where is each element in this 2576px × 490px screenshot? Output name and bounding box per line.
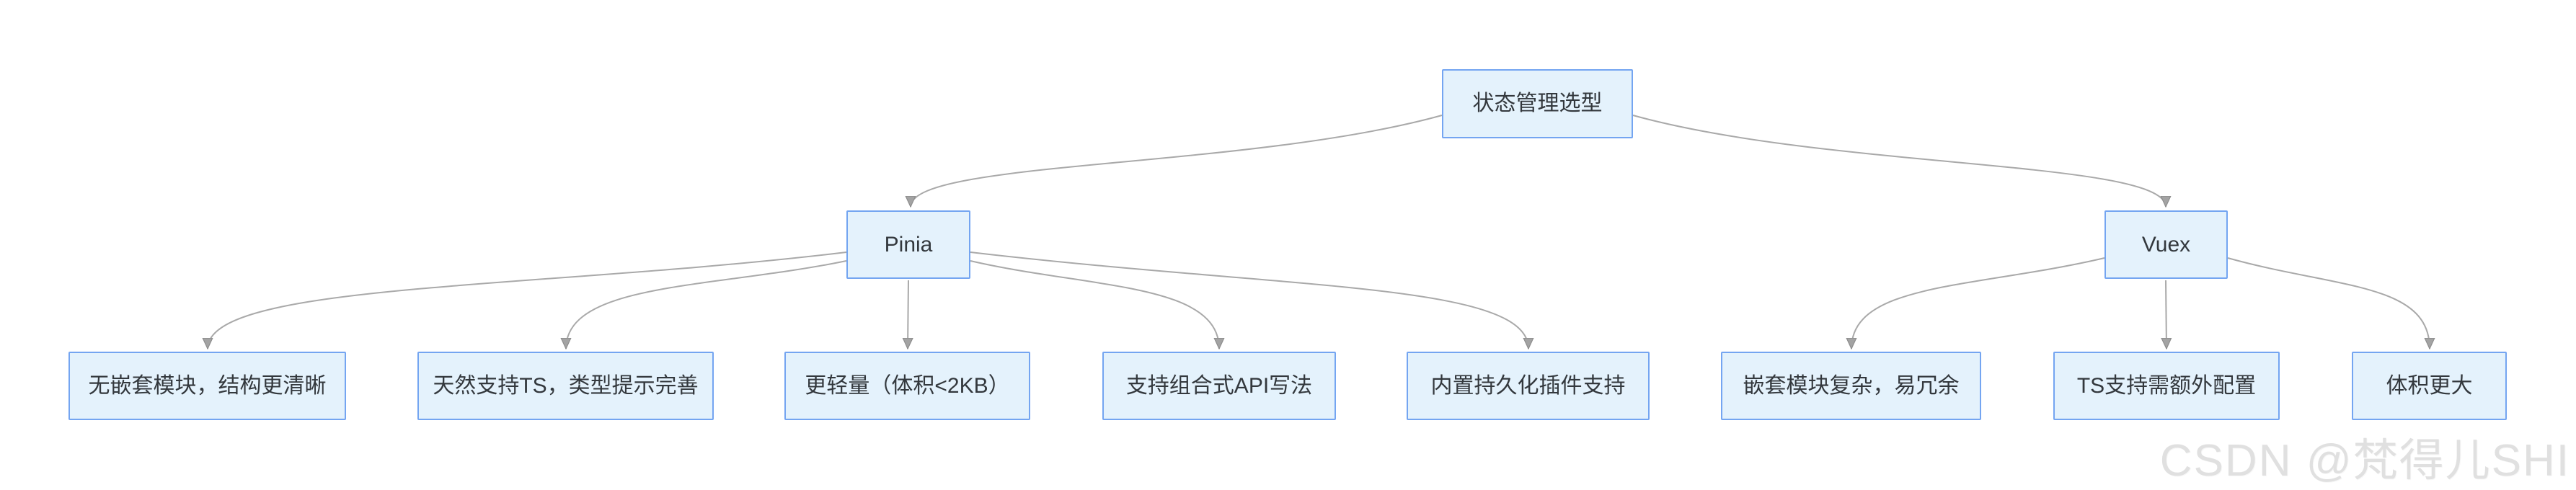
edge-pinia-child2 [566,260,847,349]
edge-root-pinia [911,115,1443,207]
node-label: 更轻量（体积<2KB） [805,373,1010,398]
node-vuex-label: Vuex [2141,232,2191,257]
node-root: 状态管理选型 [1442,69,1633,138]
node-vuex-drawback-3: 体积更大 [2352,352,2507,420]
node-label: 无嵌套模块，结构更清晰 [88,373,327,398]
node-label: TS支持需额外配置 [2076,373,2257,398]
node-label: 内置持久化插件支持 [1430,373,1626,398]
node-label: 支持组合式API写法 [1125,373,1313,398]
node-pinia-feature-1: 无嵌套模块，结构更清晰 [68,352,346,420]
node-label: 天然支持TS，类型提示完善 [433,373,699,398]
edge-pinia-child1 [208,251,847,349]
edge-pinia-child4 [970,260,1219,349]
edge-vuex-child1 [1851,257,2105,349]
csdn-watermark: CSDN @梵得儿SHI [2159,436,2570,486]
node-vuex: Vuex [2104,210,2228,279]
node-pinia-feature-5: 内置持久化插件支持 [1407,352,1650,420]
node-pinia-feature-2: 天然支持TS，类型提示完善 [417,352,714,420]
node-root-label: 状态管理选型 [1472,92,1603,115]
node-pinia-feature-4: 支持组合式API写法 [1102,352,1336,420]
node-label: 体积更大 [2386,373,2473,398]
edge-root-vuex [1632,115,2166,207]
node-label: 嵌套模块复杂，易冗余 [1743,373,1960,398]
node-vuex-drawback-2: TS支持需额外配置 [2053,352,2280,420]
node-pinia: Pinia [846,210,970,279]
edge-pinia-child5 [970,251,1528,349]
node-pinia-label: Pinia [884,232,933,257]
edge-vuex-child3 [2227,257,2430,349]
node-pinia-feature-3: 更轻量（体积<2KB） [784,352,1030,420]
node-vuex-drawback-1: 嵌套模块复杂，易冗余 [1721,352,1981,420]
